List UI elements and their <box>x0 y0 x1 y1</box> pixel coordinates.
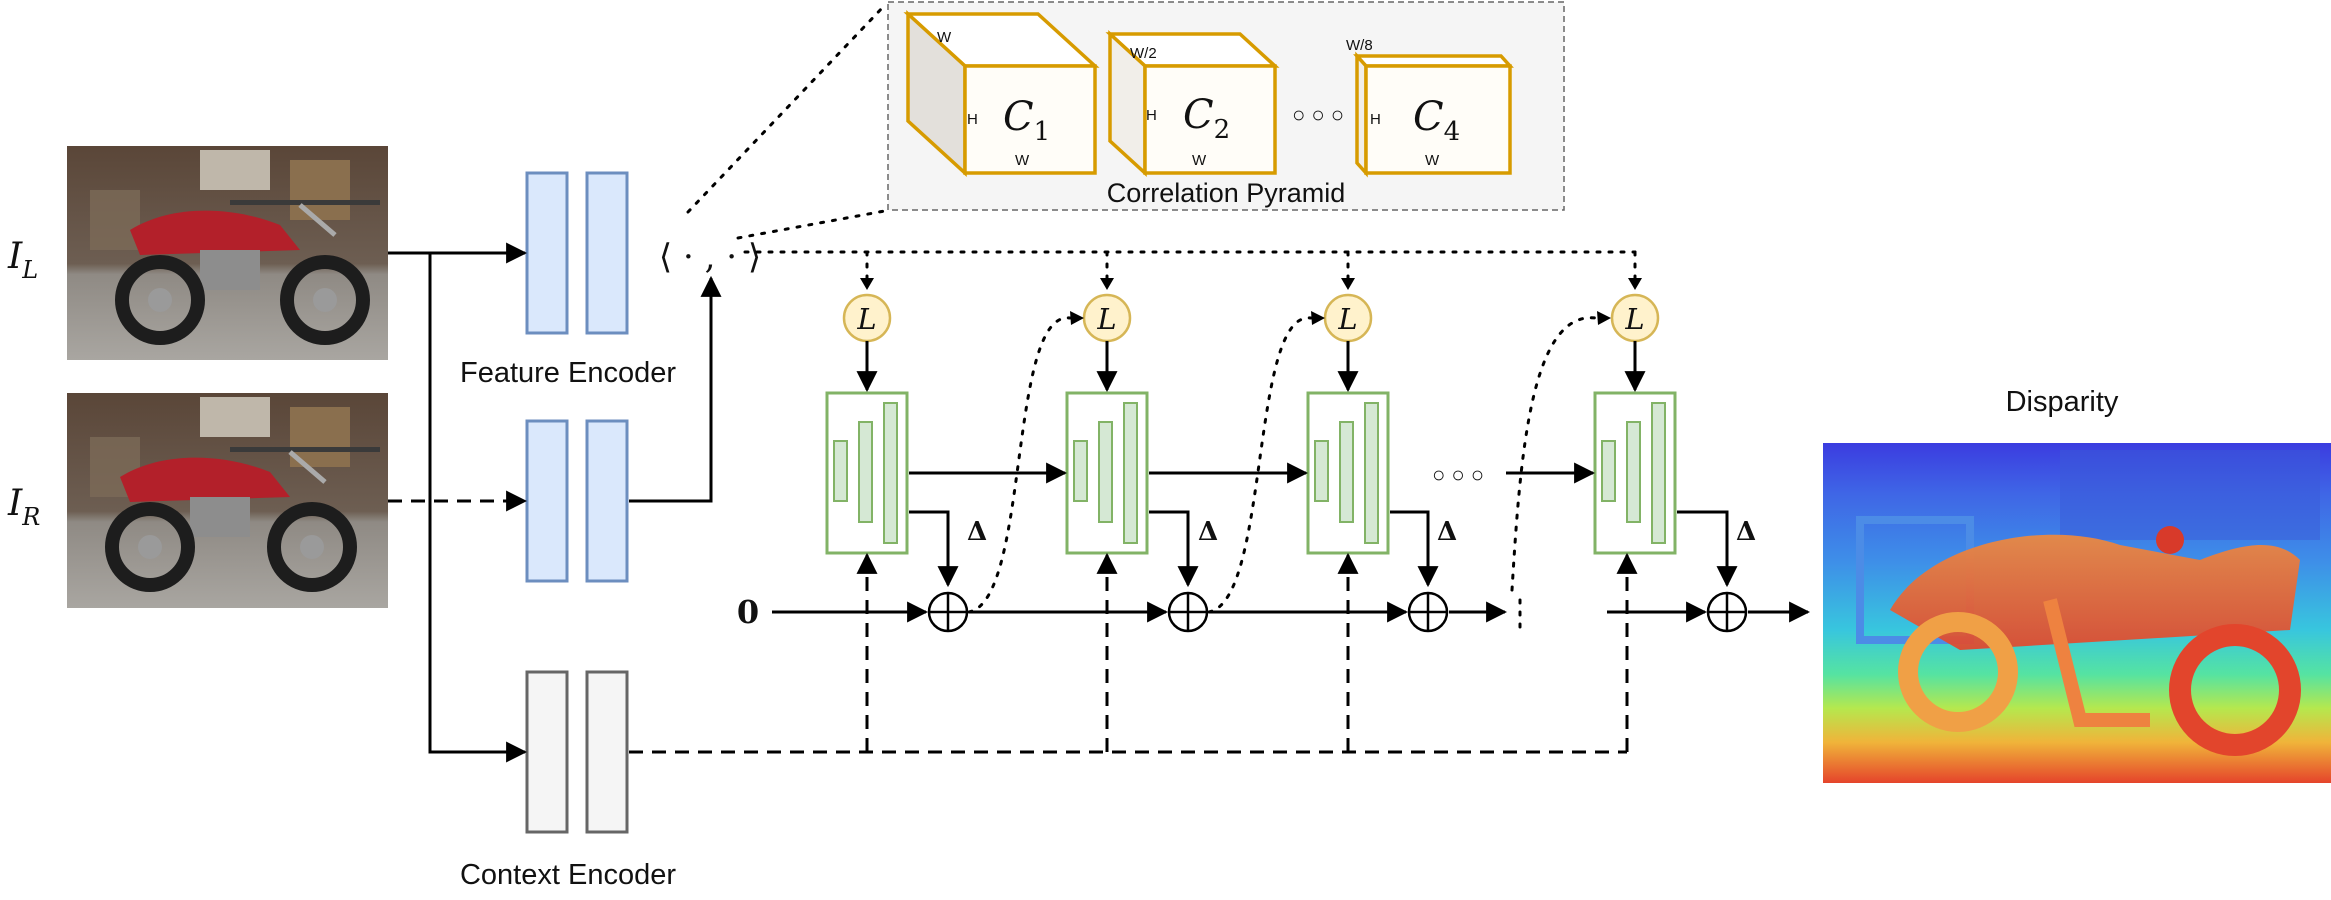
correlation-volume-2-side-label: H <box>1146 107 1157 124</box>
context-encoder-label: Context Encoder <box>460 859 676 891</box>
hidden-state-ellipsis: ○ ○ ○ <box>1432 462 1484 487</box>
correlation-volume-2-label: C2 <box>1183 92 1230 145</box>
sum-nodes <box>927 591 1748 633</box>
feature-encoder-label: Feature Encoder <box>460 357 676 389</box>
correlation-volume-2-bottom-label: W <box>1192 152 1207 169</box>
delta-arrows <box>909 510 1738 588</box>
correlation-operator: ⟨ · , · ⟩ <box>659 237 761 277</box>
correlation-volume-4-side-label: H <box>1370 111 1381 128</box>
correlation-pyramid-title: Correlation Pyramid <box>1107 178 1346 208</box>
correlation-volume-1 <box>903 10 1100 177</box>
context-encoder <box>525 670 629 834</box>
sum-node-1 <box>927 591 969 633</box>
correlation-volume-1-top-label: W <box>937 29 952 46</box>
sum-node-2 <box>1167 591 1209 633</box>
lookup-nodes <box>842 293 1660 343</box>
disparity-map <box>1823 443 2331 783</box>
correlation-volume-1-label: C1 <box>1003 94 1050 147</box>
correlation-volume-4 <box>1353 51 1514 178</box>
left-input-label: IL <box>7 236 38 284</box>
update-block-3 <box>1306 391 1390 555</box>
feedback-arrowheads <box>1070 311 1611 325</box>
lookup-label-4: L <box>1624 302 1644 336</box>
lookup-label-2: L <box>1096 302 1116 336</box>
right-image <box>67 393 388 608</box>
delta-label-1: Δ <box>967 517 987 547</box>
sum-node-3 <box>1407 591 1449 633</box>
correlation-pyramid: Correlation Pyramid W H W C1 W/2 H W C2 … <box>887 1 1565 211</box>
lookup-to-gru-arrows <box>856 341 1646 393</box>
correlation-bus-arrowheads <box>860 278 1642 290</box>
lookup-label-1: L <box>856 302 876 336</box>
context-connections <box>629 552 1638 754</box>
correlation-volume-1-side-label: H <box>967 111 978 128</box>
correlation-volume-1-bottom-label: W <box>1015 152 1030 169</box>
initial-disparity-label: 0 <box>737 593 759 631</box>
correlation-ellipsis: ○ ○ ○ <box>1292 102 1344 127</box>
delta-label-2: Δ <box>1198 517 1218 547</box>
delta-label-3: Δ <box>1437 517 1457 547</box>
update-block-1 <box>825 391 909 555</box>
feature-encoder-right <box>525 419 629 583</box>
correlation-volume-2-top-label: W/2 <box>1130 45 1157 62</box>
correlation-volume-4-bottom-label: W <box>1425 152 1440 169</box>
delta-label-4: Δ <box>1736 517 1756 547</box>
right-input-label: IR <box>7 483 40 531</box>
correlation-bus <box>743 250 1637 280</box>
feedback-curves <box>967 316 1598 632</box>
update-block-2 <box>1065 391 1149 555</box>
lookup-label-3: L <box>1337 302 1357 336</box>
correlation-volume-4-label: C4 <box>1413 94 1460 147</box>
feature-to-correlation-arrow <box>629 275 722 503</box>
correlation-volume-4-top-label: W/8 <box>1346 37 1373 54</box>
feature-encoder-left <box>525 171 629 335</box>
update-block-4 <box>1593 391 1677 555</box>
correlation-volume-2 <box>1105 30 1280 177</box>
left-image <box>67 146 388 360</box>
pyramid-zoom-lines <box>686 4 892 240</box>
sum-node-4 <box>1706 591 1748 633</box>
disparity-title: Disparity <box>2006 386 2119 418</box>
input-arrows <box>388 242 528 763</box>
